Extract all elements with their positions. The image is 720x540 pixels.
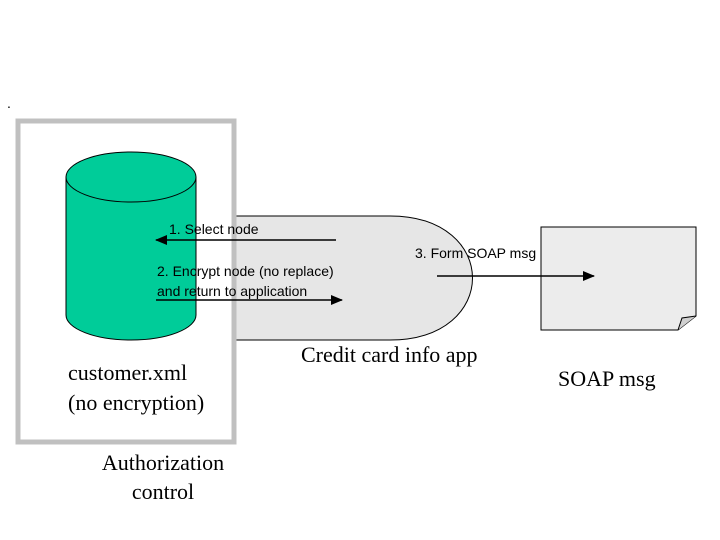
edge-label-encrypt-node-line1: 2. Encrypt node (no replace) (157, 263, 334, 279)
app-label: Credit card info app (301, 342, 478, 367)
database-label-line1: customer.xml (68, 360, 187, 385)
authorization-label-line1: Authorization (102, 450, 224, 475)
app-shape (231, 215, 473, 341)
database-label-line2: (no encryption) (68, 390, 204, 415)
database-cylinder (65, 151, 197, 341)
authorization-frame (15, 118, 237, 445)
edge-label-form-soap: 3. Form SOAP msg (415, 245, 536, 261)
edge-label-select-node: 1. Select node (169, 221, 259, 237)
soap-document (540, 226, 697, 331)
stray-mark: . (7, 95, 11, 111)
authorization-label-line2: control (132, 479, 194, 504)
soap-label: SOAP msg (558, 366, 656, 391)
edge-label-encrypt-node-line2: and return to application (157, 283, 307, 299)
